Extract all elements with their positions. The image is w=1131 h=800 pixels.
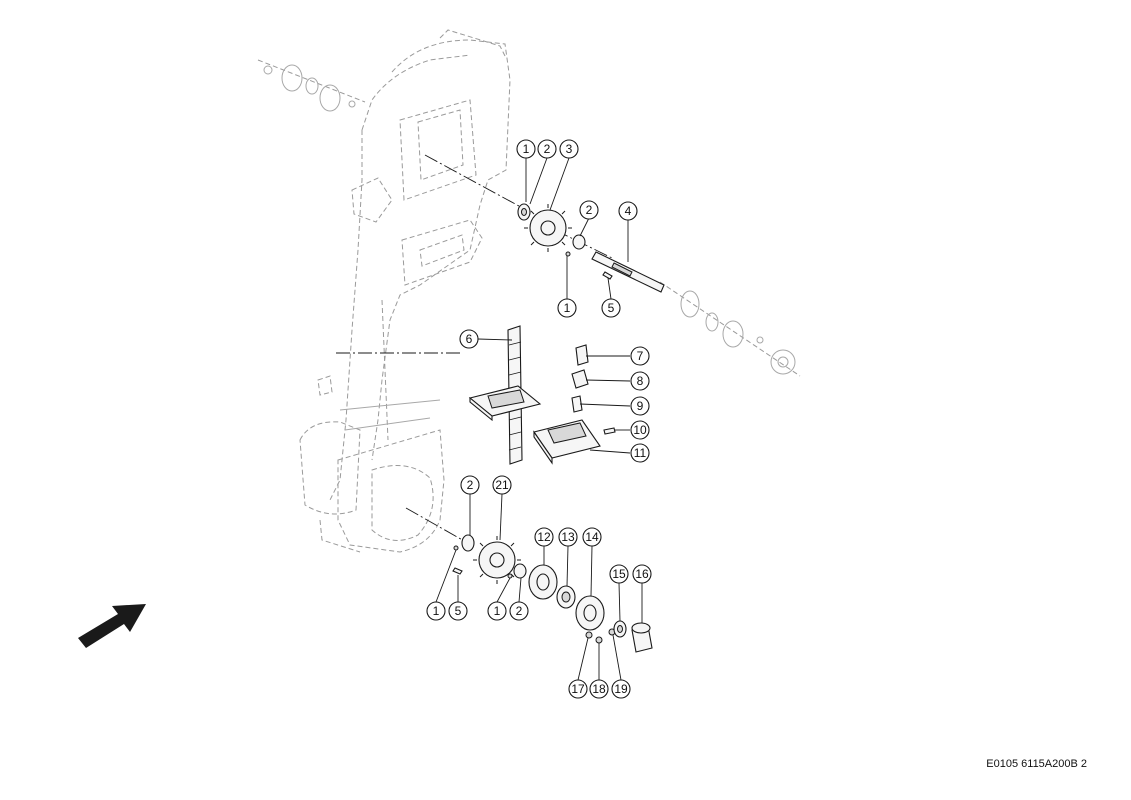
callout-8: 8 xyxy=(630,371,650,391)
callout-label: 21 xyxy=(495,478,509,492)
callout-label: 1 xyxy=(564,301,571,315)
upper-shaft-ghost-parts xyxy=(257,59,366,112)
right-shaft-ghost-parts xyxy=(659,281,801,377)
lower-sprocket-assembly xyxy=(405,507,653,653)
callout-label: 7 xyxy=(637,349,644,363)
callout-11: 11 xyxy=(630,443,650,463)
washer-18 xyxy=(595,636,603,644)
leader-lines xyxy=(435,157,643,681)
flange-12 xyxy=(528,564,558,600)
callout-7: 7 xyxy=(630,346,650,366)
callout-6: 6 xyxy=(459,329,479,349)
lower-key xyxy=(452,567,463,575)
bracket-8 xyxy=(571,369,589,389)
elevator-housing-outline xyxy=(299,29,511,553)
callout-label: 6 xyxy=(466,332,473,346)
callout-2-lower-right: 2 xyxy=(509,601,529,621)
callout-label: 15 xyxy=(612,567,626,581)
callout-2-upper-left: 2 xyxy=(537,139,557,159)
callout-15: 15 xyxy=(609,564,629,584)
drawing-code: E0105 6115A200B 2 xyxy=(986,758,1087,770)
upper-sprocket-assembly xyxy=(424,154,665,293)
nut-17 xyxy=(585,631,593,639)
callout-label: 5 xyxy=(455,604,462,618)
drive-shaft xyxy=(591,251,665,293)
upper-sprocket xyxy=(524,204,572,252)
callout-3: 3 xyxy=(559,139,579,159)
callout-2-upper-right: 2 xyxy=(579,200,599,220)
callout-label: 11 xyxy=(634,446,647,460)
connector-link-7 xyxy=(575,344,589,366)
callout-1-lower-left: 1 xyxy=(426,601,446,621)
callout-label: 2 xyxy=(586,203,593,217)
callout-label: 17 xyxy=(571,682,585,696)
callout-1-upper-bottom: 1 xyxy=(557,298,577,318)
callout-label: 12 xyxy=(537,530,551,544)
callout-1-lower-right: 1 xyxy=(487,601,507,621)
lower-sprocket xyxy=(473,536,521,584)
bolt-10 xyxy=(603,427,616,435)
callout-10: 10 xyxy=(630,420,650,440)
bearing-13 xyxy=(556,585,576,609)
callout-12: 12 xyxy=(534,527,554,547)
callout-17: 17 xyxy=(568,679,588,699)
callout-5-upper: 5 xyxy=(601,298,621,318)
callout-21: 21 xyxy=(492,475,512,495)
lower-bearing-right xyxy=(513,563,527,579)
callout-label: 1 xyxy=(494,604,501,618)
callout-label: 2 xyxy=(544,142,551,156)
callout-label: 2 xyxy=(516,604,523,618)
upper-bearing-right xyxy=(572,234,586,250)
callout-1-upper-left: 1 xyxy=(516,139,536,159)
callout-4: 4 xyxy=(618,201,638,221)
direction-arrow-icon xyxy=(78,604,146,648)
callout-label: 14 xyxy=(585,530,599,544)
callout-16: 16 xyxy=(632,564,652,584)
shaft-key xyxy=(602,271,613,280)
callout-18: 18 xyxy=(589,679,609,699)
callout-label: 10 xyxy=(633,423,647,437)
collar-15 xyxy=(613,620,627,638)
callout-label: 9 xyxy=(637,399,644,413)
flange-14 xyxy=(575,595,605,631)
cap-16 xyxy=(631,622,653,653)
callout-label: 16 xyxy=(635,567,649,581)
callout-2-lower-left: 2 xyxy=(460,475,480,495)
callout-9: 9 xyxy=(630,396,650,416)
lower-bearing xyxy=(461,534,475,552)
callout-19: 19 xyxy=(611,679,631,699)
callout-label: 13 xyxy=(561,530,575,544)
chain-slat xyxy=(468,385,542,422)
callout-13: 13 xyxy=(558,527,578,547)
callout-label: 4 xyxy=(625,204,632,218)
callout-label: 1 xyxy=(433,604,440,618)
callout-5-lower: 5 xyxy=(448,601,468,621)
callout-label: 8 xyxy=(637,374,644,388)
callout-label: 5 xyxy=(608,301,615,315)
callout-label: 2 xyxy=(467,478,474,492)
clip-9 xyxy=(571,395,583,413)
callout-14: 14 xyxy=(582,527,602,547)
callout-label: 18 xyxy=(592,682,606,696)
callout-label: 1 xyxy=(523,142,530,156)
flight-slat-11 xyxy=(533,419,601,465)
slat-parts xyxy=(533,344,616,465)
callout-label: 19 xyxy=(614,682,628,696)
callout-label: 3 xyxy=(566,142,573,156)
